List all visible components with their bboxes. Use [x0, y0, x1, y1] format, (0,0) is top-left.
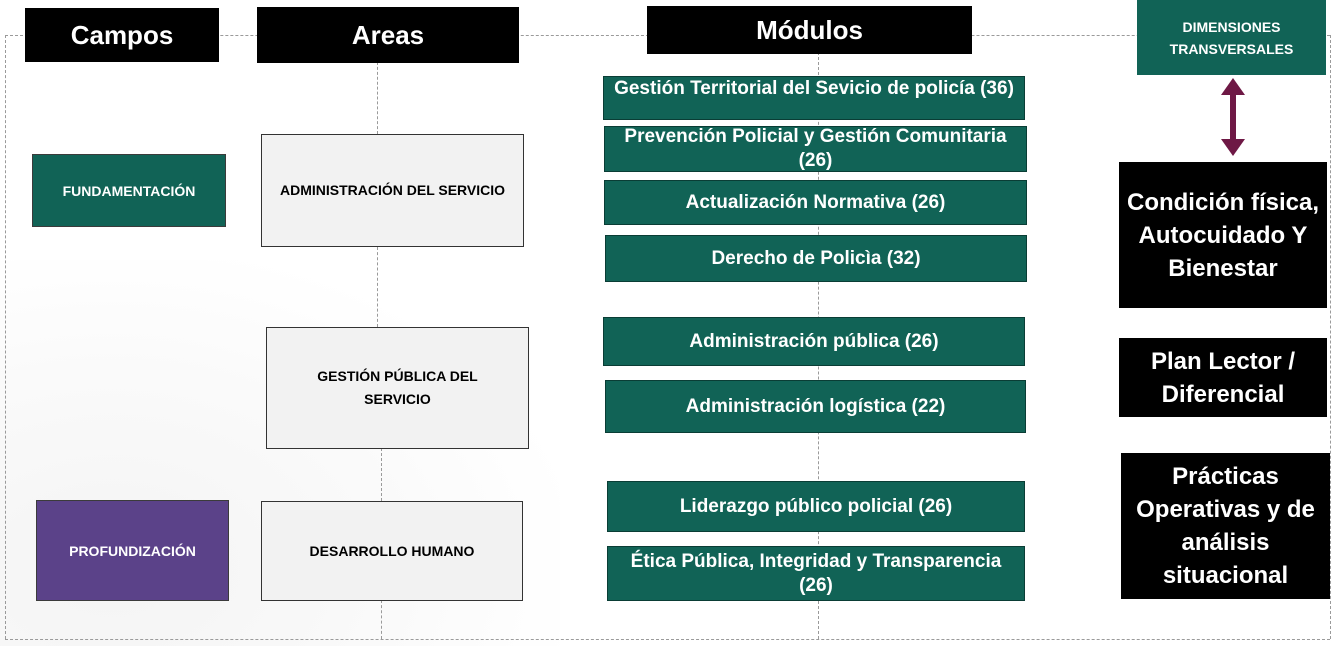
frame-line-bottom: [5, 639, 1330, 640]
dimension-condicion-fisica: Condición física, Autocuidado Y Bienesta…: [1119, 162, 1327, 308]
connector-areas-3: [381, 448, 382, 501]
modulo-gestion-territorial: Gestión Territorial del Sevicio de polic…: [603, 76, 1025, 120]
header-campos: Campos: [25, 8, 219, 62]
header-dimensiones-transversales: DIMENSIONES TRANSVERSALES: [1137, 0, 1326, 75]
area-administracion-del-servicio: ADMINISTRACIÓN DEL SERVICIO: [261, 134, 524, 247]
dimension-plan-lector: Plan Lector / Diferencial: [1119, 338, 1327, 417]
area-gestion-publica-del-servicio: GESTIÓN PÚBLICA DEL SERVICIO: [266, 327, 529, 449]
connector-areas-2: [377, 247, 378, 327]
modulo-liderazgo-publico-policial: Liderazgo público policial (26): [607, 481, 1025, 532]
modulo-actualizacion-normativa: Actualización Normativa (26): [604, 180, 1027, 225]
frame-line-left: [5, 35, 6, 639]
modulo-etica-publica: Ética Pública, Integridad y Transparenci…: [607, 546, 1025, 601]
connector-areas-1: [377, 62, 378, 134]
campo-profundizacion: PROFUNDIZACIÓN: [36, 500, 229, 601]
dimension-practicas-operativas: Prácticas Operativas y de análisis situa…: [1121, 453, 1330, 599]
area-desarrollo-humano: DESARROLLO HUMANO: [261, 501, 523, 601]
connector-areas-4: [381, 600, 382, 639]
campo-fundamentacion: FUNDAMENTACIÓN: [32, 154, 226, 227]
header-areas: Areas: [257, 7, 519, 63]
double-headed-arrow-icon: [1221, 78, 1245, 156]
modulo-administracion-logistica: Administración logística (22): [605, 380, 1026, 433]
frame-line-right: [1330, 35, 1331, 639]
modulo-derecho-de-policia: Derecho de Policìa (32): [605, 235, 1027, 282]
header-modulos: Módulos: [647, 6, 972, 54]
modulo-prevencion-policial: Prevención Policial y Gestión Comunitari…: [604, 126, 1027, 172]
modulo-administracion-publica: Administración pública (26): [603, 317, 1025, 366]
